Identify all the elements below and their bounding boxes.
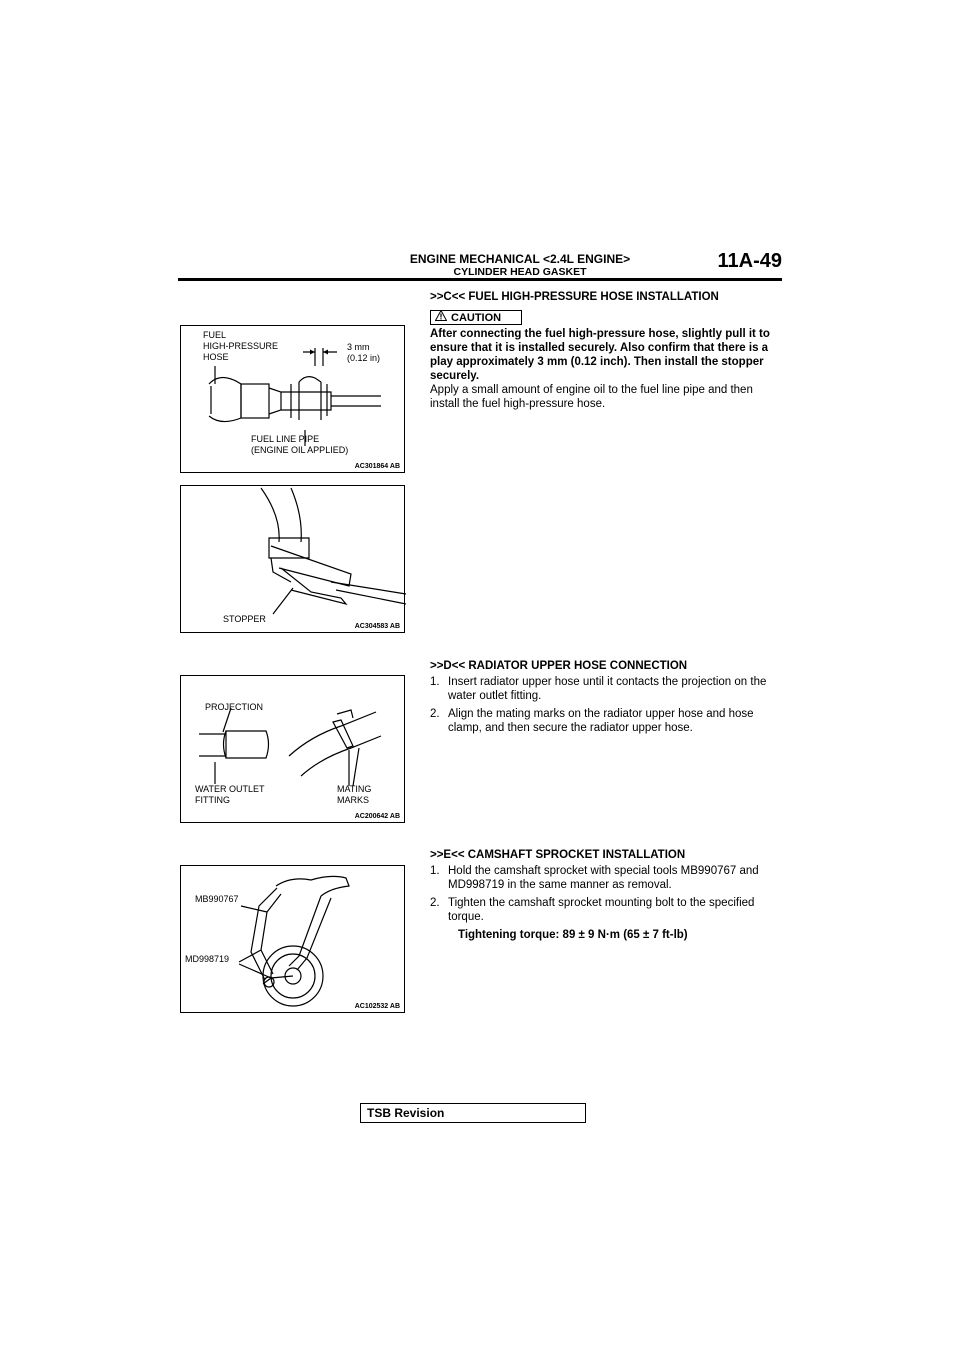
- figure-code: AC200642 AB: [354, 813, 400, 820]
- label-tool-md998719: MD998719: [185, 954, 230, 964]
- tsb-revision-box: TSB Revision: [360, 1103, 586, 1123]
- label-tool-mb990767: MB990767: [195, 894, 239, 904]
- section-title: >>E<< CAMSHAFT SPROCKET INSTALLATION: [430, 849, 686, 861]
- body-text: Apply a small amount of engine oil to th…: [430, 384, 753, 410]
- step-list: 1.Hold the camshaft sprocket with specia…: [430, 864, 782, 924]
- tightening-torque-spec: Tightening torque: 89 ± 9 N·m (65 ± 7 ft…: [458, 929, 688, 941]
- label-water-outlet-fitting: WATER OUTLET FITTING: [195, 784, 265, 805]
- step-list: 1.Insert radiator upper hose until it co…: [430, 675, 782, 735]
- label-stopper: STOPPER: [223, 614, 266, 624]
- caution-box: CAUTION: [430, 309, 522, 325]
- manual-section-title: ENGINE MECHANICAL <2.4L ENGINE>: [409, 252, 631, 266]
- fuel-hose-illustration: [208, 348, 381, 446]
- caution-label: CAUTION: [451, 311, 502, 324]
- caution-text: After connecting the fuel high-pressure …: [430, 328, 770, 382]
- figure-code: AC304583 AB: [354, 623, 400, 630]
- list-item: 1.Insert radiator upper hose until it co…: [430, 676, 767, 702]
- figure-stopper: STOPPER AC304583 AB: [180, 485, 406, 633]
- label-mating-marks: MATING MARKS: [337, 784, 372, 805]
- list-item: 1.Hold the camshaft sprocket with specia…: [430, 865, 759, 891]
- label-projection: PROJECTION: [205, 702, 264, 712]
- radiator-hose-illustration: [199, 707, 382, 787]
- list-item: 2.Tighten the camshaft sprocket mounting…: [430, 897, 755, 923]
- figure-code: AC102532 AB: [354, 1003, 400, 1010]
- section-camshaft-sprocket-installation: >>E<< CAMSHAFT SPROCKET INSTALLATION 1.H…: [430, 848, 782, 942]
- warning-triangle-icon: [434, 309, 448, 325]
- section-radiator-hose-connection: >>D<< RADIATOR UPPER HOSE CONNECTION 1.I…: [430, 659, 782, 739]
- header-rule: [178, 278, 782, 281]
- section-fuel-hose-installation: >>C<< FUEL HIGH-PRESSURE HOSE INSTALLATI…: [430, 290, 782, 411]
- figure-code: AC301864 AB: [354, 463, 400, 470]
- page-number: 11A-49: [717, 250, 783, 272]
- label-fuel-line-pipe: FUEL LINE PIPE (ENGINE OIL APPLIED): [251, 434, 349, 455]
- stopper-illustration: [260, 487, 406, 615]
- manual-subsection-title: CYLINDER HEAD GASKET: [453, 266, 587, 278]
- label-fuel-hose: FUEL HIGH-PRESSURE HOSE: [203, 330, 279, 362]
- figure-radiator-hose: PROJECTION WATER OUTLET FITTING MATING M…: [180, 675, 405, 823]
- figure-camshaft-sprocket: MB990767 MD998719 AC102532 AB: [180, 865, 405, 1013]
- list-item: 2.Align the mating marks on the radiator…: [430, 708, 754, 734]
- section-title: >>C<< FUEL HIGH-PRESSURE HOSE INSTALLATI…: [430, 291, 719, 303]
- section-title: >>D<< RADIATOR UPPER HOSE CONNECTION: [430, 660, 688, 672]
- camshaft-sprocket-illustration: [238, 875, 350, 1007]
- label-gap-3mm: 3 mm (0.12 in): [347, 342, 381, 363]
- figure-fuel-hose: FUEL HIGH-PRESSURE HOSE 3 mm (0.12 in) F…: [180, 325, 405, 473]
